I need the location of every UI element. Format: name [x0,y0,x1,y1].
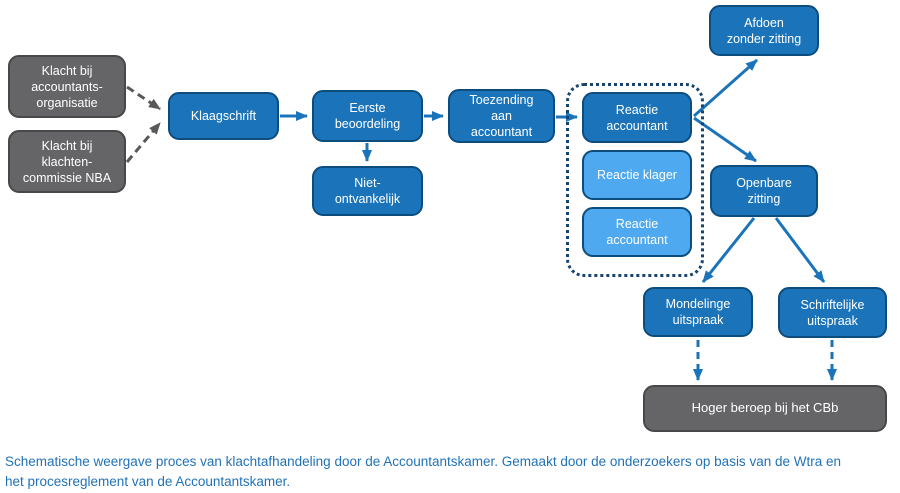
flow-arrows [125,58,837,381]
node-klacht-accountantsorganisatie: Klacht bij accountants- organisatie [8,55,126,118]
node-label: Reactie accountant [606,217,668,247]
node-schriftelijke-uitspraak: Schriftelijke uitspraak [778,287,887,338]
node-label: Schriftelijke uitspraak [800,297,865,328]
node-klacht-klachtencommissie-nba: Klacht bij klachten- commissie NBA [8,130,126,193]
node-eerste-beoordeling: Eerste beoordeling [312,90,423,142]
node-reactie-accountant-1: Reactie accountant [582,92,692,143]
node-toezending-aan-accountant: Toezending aan accountant [448,89,555,143]
node-afdoen-zonder-zitting: Afdoen zonder zitting [709,5,819,56]
arrow-klacht-org-to-klaagschrift [126,85,161,111]
node-label: Niet- ontvankelijk [334,176,401,206]
figure-caption: Schematische weergave proces van klachta… [5,454,841,489]
node-label: Hoger beroep bij het CBb [691,400,839,416]
node-label: Afdoen zonder zitting [726,15,802,46]
arrow-reactie-to-openbare [693,116,757,163]
node-hoger-beroep-cbb: Hoger beroep bij het CBb [643,385,887,432]
node-mondelinge-uitspraak: Mondelinge uitspraak [643,287,753,337]
node-label: Eerste beoordeling [334,101,401,131]
node-label: Reactie klager [597,168,677,182]
node-label: Klacht bij klachten- commissie NBA [22,138,112,185]
arrow-klacht-nba-to-klaagschrift [125,122,162,163]
reacties-group-outline [566,83,704,277]
node-label: Openbare zitting [736,176,792,206]
arrow-reactie-to-afdoen [693,58,758,118]
node-reactie-klager: Reactie klager [582,150,692,200]
node-label: Toezending aan accountant [469,93,534,139]
node-label: Klaagschrift [190,109,257,123]
node-label: Reactie accountant [606,102,668,133]
node-klaagschrift: Klaagschrift [168,92,279,140]
node-label: Mondelinge uitspraak [665,297,731,327]
node-label: Klacht bij accountants- organisatie [31,63,103,110]
node-openbare-zitting: Openbare zitting [710,165,818,217]
node-niet-ontvankelijk: Niet- ontvankelijk [312,166,423,216]
node-reactie-accountant-2: Reactie accountant [582,207,692,257]
arrow-openbare-to-mondelinge [701,217,756,283]
arrow-openbare-to-schriftelijke [774,217,826,283]
